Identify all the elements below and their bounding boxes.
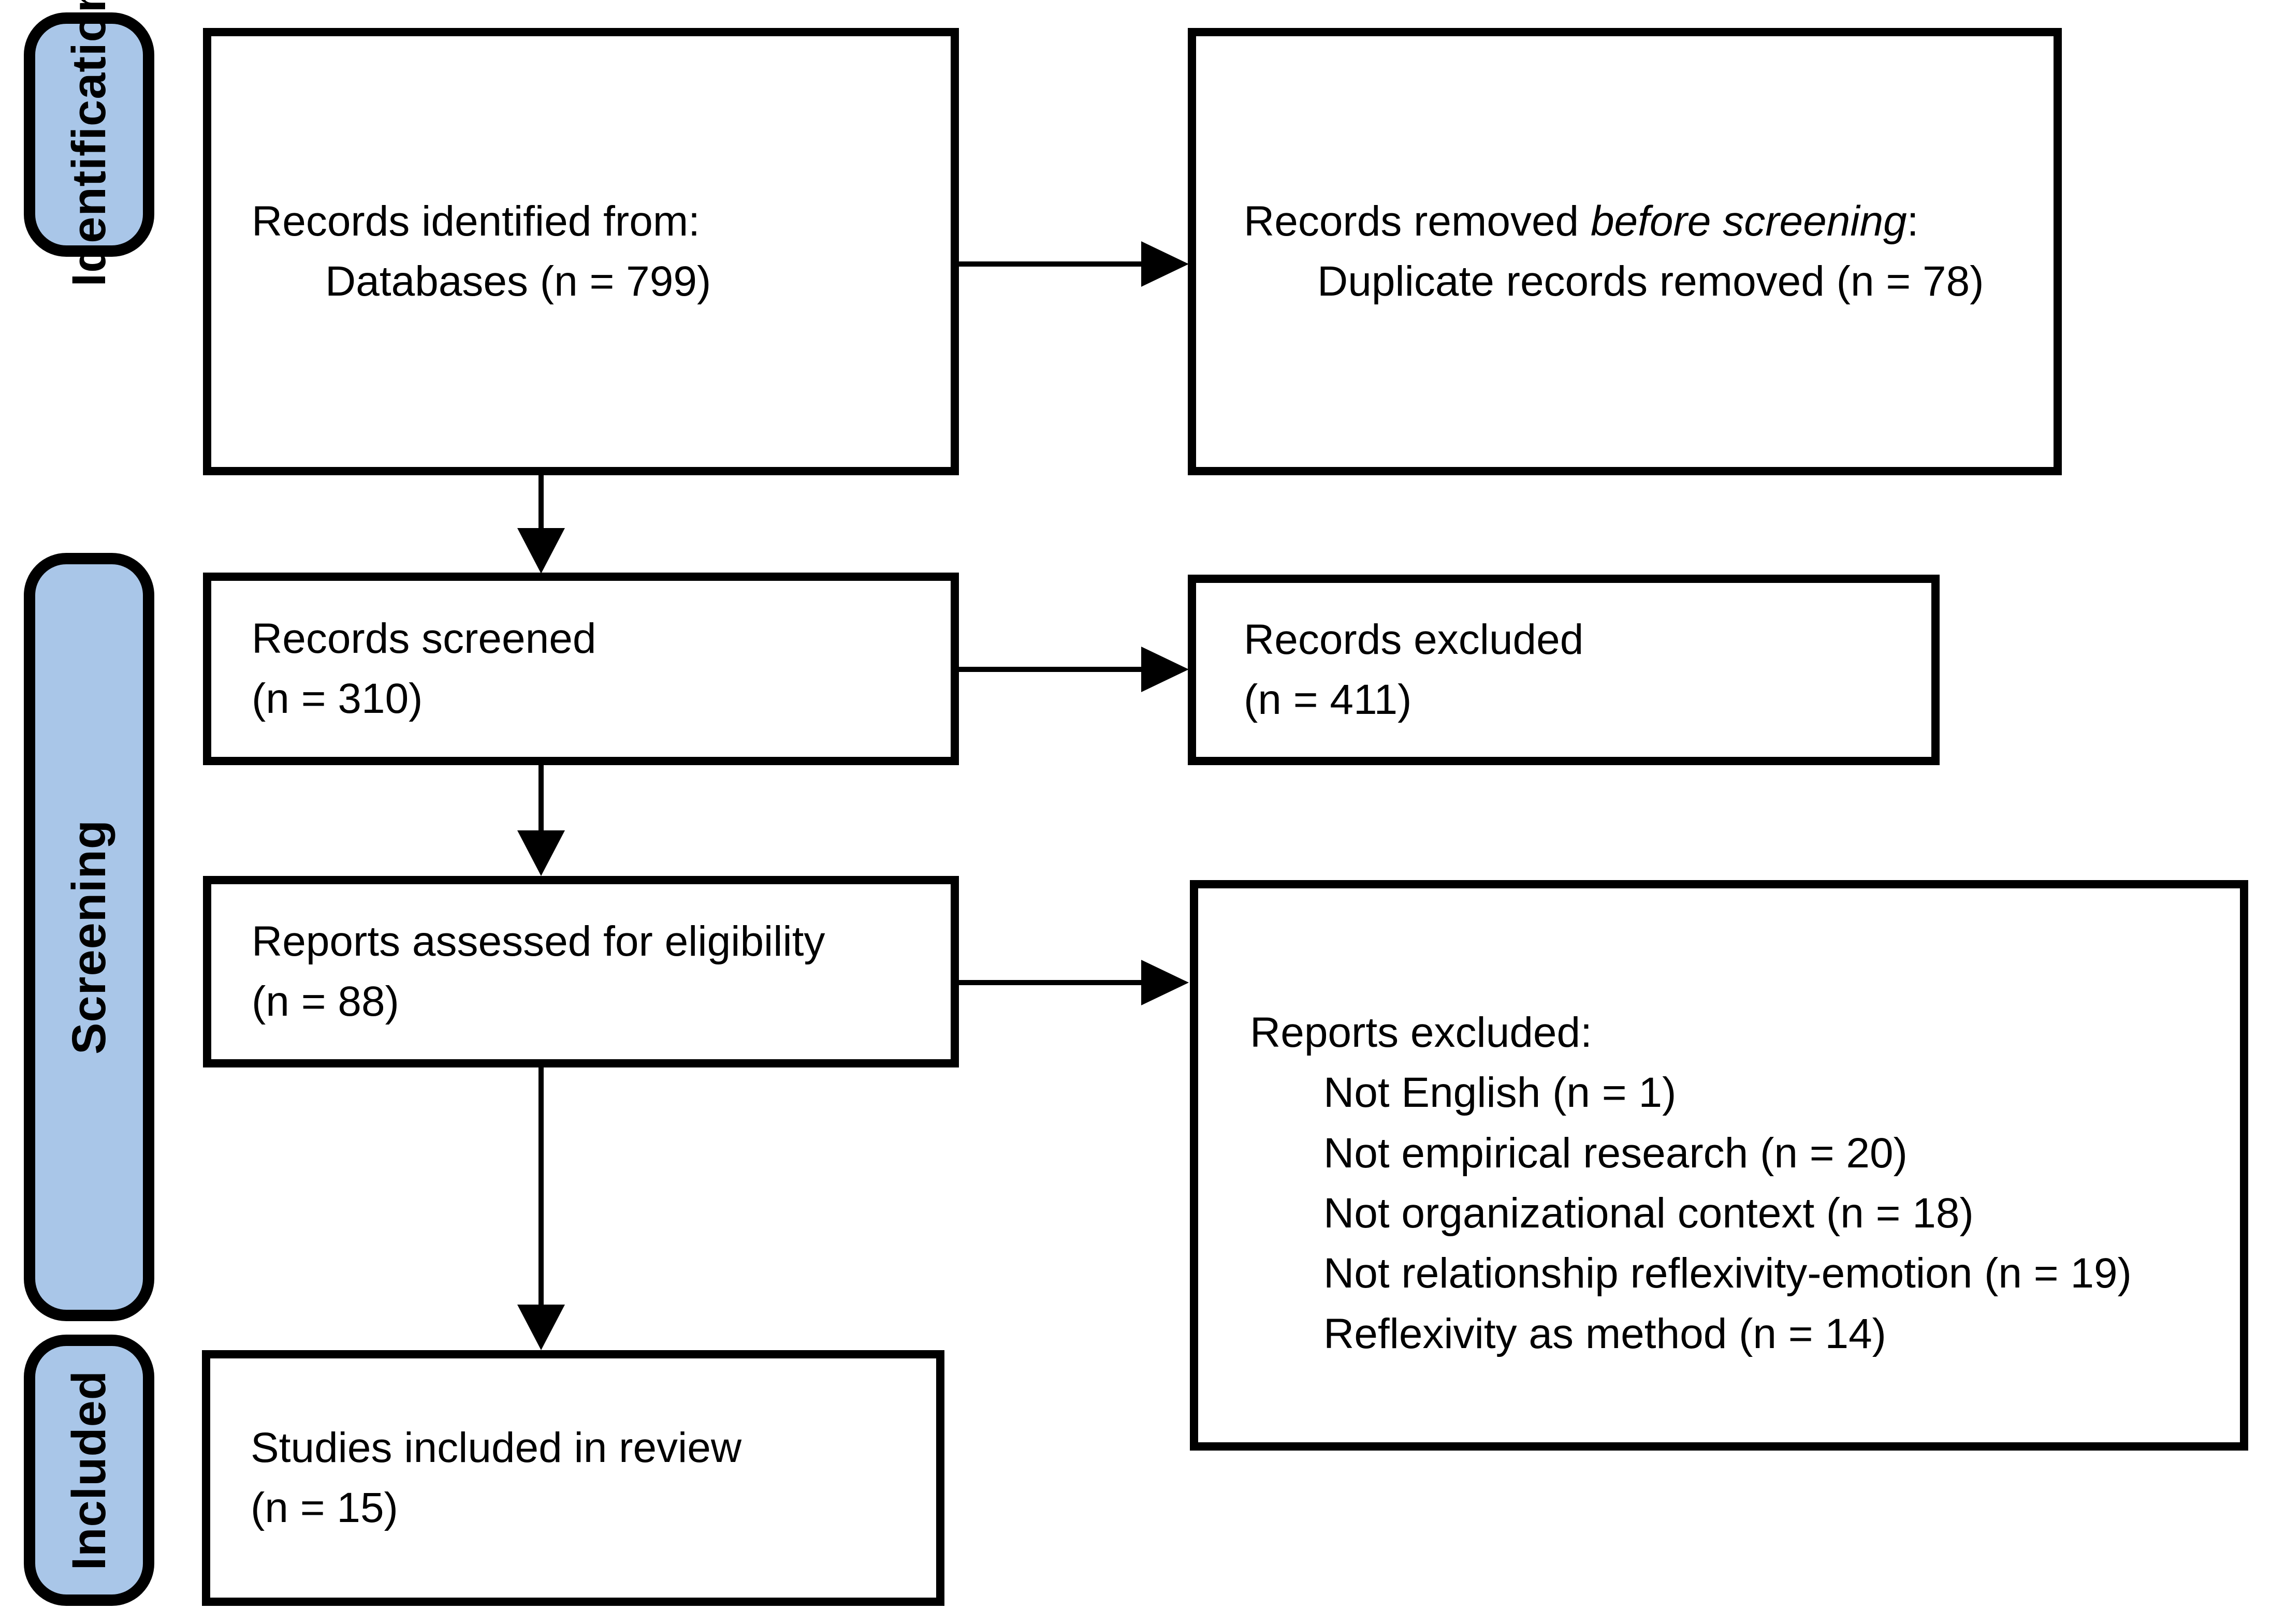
box-studies-included: Studies included in review (n = 15)	[202, 1350, 944, 1606]
arrow-assessed-to-reports-excluded-line	[959, 980, 1143, 985]
reports-assessed-line2: (n = 88)	[252, 978, 399, 1025]
arrow-identified-to-removed-head-icon	[1141, 241, 1189, 287]
arrow-assessed-to-reports-excluded-head-icon	[1141, 960, 1189, 1005]
arrow-screened-to-excluded-head-icon	[1141, 647, 1189, 692]
stage-label-identification-text: Identification	[62, 0, 115, 287]
box-records-identified: Records identified from: Databases (n = …	[203, 28, 959, 475]
arrow-identified-to-screened-line	[538, 475, 544, 531]
stage-label-included-text: Included	[62, 1370, 115, 1571]
box-records-screened: Records screened (n = 310)	[203, 573, 959, 765]
box-reports-excluded: Reports excluded: Not English (n = 1) No…	[1190, 880, 2248, 1451]
arrow-screened-to-assessed-head-icon	[517, 830, 565, 876]
records-removed-line1-italic: before screening	[1590, 197, 1907, 245]
stage-label-screening-text: Screening	[62, 820, 115, 1055]
reports-excluded-title: Reports excluded:	[1250, 1008, 1592, 1056]
box-records-removed-before-screening: Records removed before screening: Duplic…	[1188, 28, 2062, 475]
reports-excluded-item: Not relationship reflexivity-emotion (n …	[1323, 1250, 2132, 1297]
records-excluded-line2: (n = 411)	[1244, 676, 1412, 723]
stage-label-screening: Screening	[24, 553, 154, 1321]
arrow-identified-to-screened-head-icon	[517, 528, 565, 574]
arrow-assessed-to-included-head-icon	[517, 1305, 565, 1350]
studies-included-line2: (n = 15)	[251, 1484, 398, 1531]
arrow-assessed-to-included-line	[538, 1067, 544, 1308]
records-removed-line1: Records removed before screening:	[1244, 192, 1919, 252]
stage-label-identification: Identification	[24, 0, 154, 286]
arrow-identified-to-removed-line	[959, 261, 1143, 267]
stage-label-included: Included	[24, 1335, 154, 1606]
arrow-screened-to-assessed-line	[538, 765, 544, 832]
reports-excluded-item: Not English (n = 1)	[1323, 1069, 1677, 1117]
records-removed-line1-post: :	[1906, 197, 1919, 245]
records-screened-line2: (n = 310)	[252, 675, 423, 722]
reports-excluded-item: Not organizational context (n = 18)	[1323, 1190, 1974, 1237]
studies-included-line1: Studies included in review	[251, 1424, 742, 1471]
box-reports-assessed: Reports assessed for eligibility (n = 88…	[203, 876, 959, 1067]
records-screened-line1: Records screened	[252, 615, 596, 662]
arrow-screened-to-excluded-line	[959, 667, 1143, 672]
records-removed-line2: Duplicate records removed (n = 78)	[1317, 258, 1984, 305]
records-identified-line2: Databases (n = 799)	[325, 258, 711, 305]
records-removed-line1-pre: Records removed	[1244, 197, 1591, 245]
reports-excluded-item: Not empirical research (n = 20)	[1323, 1129, 1908, 1177]
records-identified-line1: Records identified from:	[252, 197, 700, 245]
reports-assessed-line1: Reports assessed for eligibility	[252, 917, 825, 965]
reports-excluded-item: Reflexivity as method (n = 14)	[1323, 1310, 1886, 1357]
records-excluded-line1: Records excluded	[1244, 616, 1584, 663]
box-records-excluded: Records excluded (n = 411)	[1188, 575, 1940, 765]
